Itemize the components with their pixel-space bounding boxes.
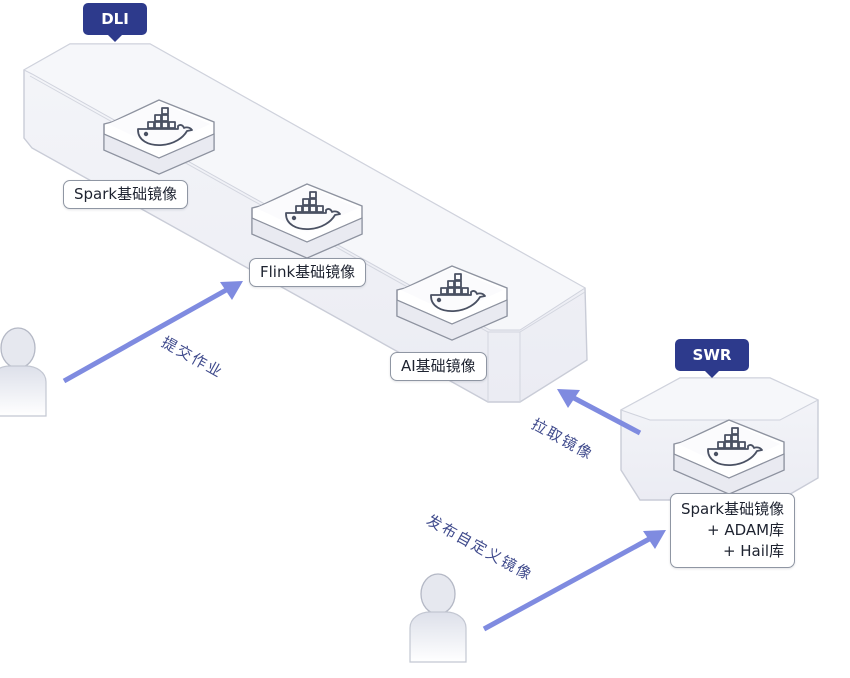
dli-tag: DLI [83, 3, 147, 42]
custom-image-line-3: + Hail库 [722, 542, 785, 560]
dli-tag-label: DLI [101, 10, 129, 28]
custom-image-line-1: Spark基础镜像 [681, 500, 785, 518]
user-icon [0, 327, 47, 417]
publish-custom-image-arrow [482, 530, 666, 632]
developer-user-icon [409, 573, 467, 663]
spark-image-label: Spark基础镜像 [63, 180, 189, 209]
custom-image-line-2: + ADAM库 [707, 521, 785, 539]
flink-image-label: Flink基础镜像 [249, 258, 367, 287]
ai-image-label: AI基础镜像 [390, 352, 487, 381]
submit-job-arrow [62, 281, 243, 384]
swr-tag-label: SWR [692, 346, 732, 364]
pull-image-arrow [557, 389, 642, 436]
custom-image-label: Spark基础镜像 + ADAM库 + Hail库 [670, 493, 796, 568]
swr-tag: SWR [675, 339, 749, 378]
